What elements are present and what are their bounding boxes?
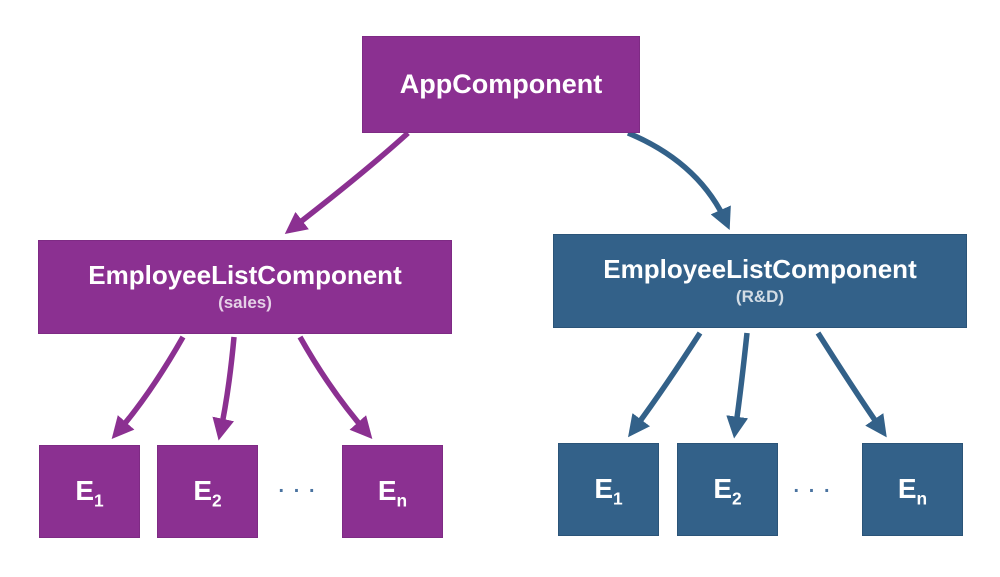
leaf-subscript: 2	[732, 489, 742, 509]
node-app-component: AppComponent	[362, 36, 640, 133]
arrow-rnd-to-en	[815, 331, 887, 438]
node-sales-employee-2-label: E2	[193, 475, 221, 509]
node-sales-employee-1-label: E1	[75, 475, 103, 509]
node-app-component-label: AppComponent	[399, 68, 603, 99]
node-employee-list-sales-sublabel: (sales)	[218, 293, 272, 313]
leaf-base: E	[75, 475, 95, 507]
leaf-base: E	[594, 473, 614, 505]
ellipsis-rnd: ...	[791, 477, 837, 497]
node-rnd-employee-2-label: E2	[713, 473, 741, 507]
ellipsis-sales: ...	[276, 477, 322, 497]
node-rnd-employee-2: E2	[677, 443, 778, 536]
leaf-subscript: n	[916, 489, 928, 509]
arrow-root-to-rnd	[626, 130, 731, 231]
node-sales-employee-2: E2	[157, 445, 258, 538]
arrow-sales-to-e1	[111, 335, 186, 439]
node-employee-list-rnd-sublabel: (R&D)	[735, 287, 785, 307]
node-rnd-employee-1-label: E1	[594, 473, 622, 507]
node-sales-employee-1: E1	[39, 445, 140, 538]
node-sales-employee-n: En	[342, 445, 443, 538]
node-rnd-employee-1: E1	[558, 443, 659, 536]
leaf-subscript: n	[396, 491, 408, 511]
leaf-base: E	[897, 473, 917, 505]
node-rnd-employee-n-label: En	[897, 473, 927, 507]
arrow-sales-to-en	[297, 335, 373, 439]
arrow-rnd-to-e1	[628, 331, 703, 438]
leaf-subscript: 1	[94, 491, 104, 511]
node-employee-list-rnd-label: EmployeeListComponent	[603, 254, 917, 285]
node-rnd-employee-n: En	[862, 443, 963, 536]
leaf-base: E	[193, 475, 213, 507]
leaf-base: E	[713, 473, 733, 505]
arrow-sales-to-e2	[212, 336, 237, 441]
node-sales-employee-n-label: En	[377, 475, 407, 509]
leaf-subscript: 2	[212, 491, 222, 511]
arrow-root-to-sales	[284, 130, 410, 235]
node-employee-list-sales-label: EmployeeListComponent	[88, 260, 402, 291]
node-employee-list-rnd: EmployeeListComponent (R&D)	[553, 234, 967, 328]
leaf-base: E	[377, 475, 397, 507]
leaf-subscript: 1	[613, 489, 623, 509]
node-employee-list-sales: EmployeeListComponent (sales)	[38, 240, 452, 334]
arrow-rnd-to-e2	[726, 332, 750, 439]
